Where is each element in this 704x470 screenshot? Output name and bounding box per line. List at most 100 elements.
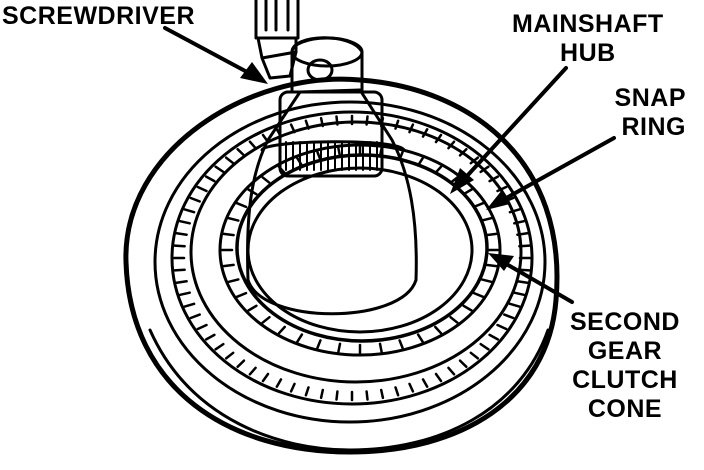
mainshaft-hub-arrowhead (450, 168, 474, 194)
gear-tooth (204, 175, 216, 183)
mainshaft-hub-arrow-line (454, 66, 568, 190)
gear-tooth (183, 302, 196, 308)
gear-tooth (421, 128, 429, 138)
gear-tooth (319, 388, 325, 400)
label-snap-ring-line2: RING (621, 113, 686, 141)
gear-tooth (304, 386, 310, 397)
gear-tooth (447, 140, 456, 150)
screwdriver-handle (254, 0, 300, 40)
hub-tooth (472, 291, 485, 299)
gear-base-outline (123, 76, 560, 455)
shaft-cone-bottom (246, 278, 418, 316)
gear-tooth (236, 359, 246, 369)
hub-outer-ring (218, 143, 502, 357)
hub-tooth (378, 342, 383, 353)
gear-tooth (408, 382, 415, 393)
gear-tooth (173, 268, 186, 272)
clutch-cone-arrow-line (494, 256, 574, 304)
hub-tooth (433, 325, 443, 335)
gear-tooth (289, 382, 296, 393)
gear-tooth (248, 140, 257, 150)
screwdriver-arrowhead (240, 62, 268, 84)
label-mainshaft-hub: MAINSHAFT HUB (512, 10, 664, 68)
gear-tooth (289, 123, 296, 134)
screwdriver-tip (260, 50, 298, 80)
gear-tooth (379, 388, 385, 400)
gear-tooth (304, 119, 310, 130)
second-gear-body (123, 76, 560, 455)
label-clutch-cone-line2: GEAR (587, 337, 663, 365)
gear-tooth (518, 268, 531, 272)
gear-teeth (172, 114, 532, 402)
hub-tooth (222, 263, 235, 268)
gear-tooth (175, 280, 188, 284)
gear-tooth (319, 116, 325, 128)
hub-tooth (277, 325, 287, 335)
screwdriver (254, 0, 300, 80)
gear-tooth (224, 156, 235, 165)
gear-tooth (496, 185, 508, 193)
gear-tooth (175, 232, 188, 236)
label-mainshaft-hub-line2: HUB (560, 39, 616, 67)
gear-tooth (335, 390, 339, 401)
gear-tooth (365, 115, 369, 126)
gear-tooth (183, 208, 196, 214)
hub-tooth (227, 278, 240, 284)
hub-tooth (247, 304, 258, 312)
label-clutch-cone-line4: CONE (587, 395, 663, 423)
gear-tooth (508, 208, 521, 214)
snap-ring-arrow-line (490, 136, 616, 208)
gear-tooth (173, 244, 186, 248)
hub-tooth (485, 232, 498, 237)
label-mainshaft-hub-line1: MAINSHAFT (512, 10, 664, 38)
label-second-gear-clutch-cone: SECOND GEAR CLUTCH CONE (570, 308, 680, 424)
hub-tooth (261, 175, 271, 185)
hub-tooth (235, 201, 248, 209)
hub-tooth (316, 339, 322, 350)
gear-tooth (196, 185, 208, 193)
gear-tooth (488, 333, 500, 341)
gear-tooth (479, 165, 490, 174)
callout-arrows (163, 26, 616, 304)
snap-ring (235, 153, 489, 343)
gear-tooth (261, 372, 270, 383)
hub-tooth (235, 291, 248, 299)
gear-tooth (518, 244, 531, 248)
label-screwdriver-text: SCREWDRIVER (2, 2, 196, 30)
shaft-step (260, 140, 406, 152)
snap-ring-arrowhead (486, 190, 510, 210)
hub-tooth (480, 278, 493, 284)
hub-tooth (222, 232, 235, 237)
hub-tooth (449, 315, 459, 325)
hub-tooth (316, 150, 322, 161)
gear-tooth (365, 390, 369, 401)
gear-tooth (236, 147, 246, 157)
gear-tooth (516, 280, 529, 284)
gear-tooth (516, 232, 529, 236)
gear-tooth (469, 156, 480, 165)
hub-tooth (261, 315, 271, 325)
gear-tooth (214, 165, 225, 174)
shaft-bore (306, 58, 334, 82)
gear-tooth (189, 313, 201, 320)
gear-tooth (214, 342, 225, 351)
gear-tooth (189, 196, 201, 203)
gear-tooth (335, 115, 339, 126)
gear-outer-ring (153, 100, 547, 424)
gear-tooth (508, 302, 521, 308)
gear-second-ring (170, 110, 534, 406)
gear-tooth (447, 366, 456, 376)
gear-tooth (503, 313, 515, 320)
gear-tooth (488, 175, 500, 183)
gear-tooth (178, 291, 191, 297)
label-screwdriver: SCREWDRIVER (2, 2, 195, 31)
hub-tooth (462, 304, 473, 312)
gear-tooth (434, 372, 443, 383)
gear-tooth (421, 378, 429, 388)
hub-tooth (296, 333, 304, 344)
gear-base-bottom-rim (148, 328, 550, 452)
gear-tooth (496, 323, 508, 331)
label-snap-ring: SNAP RING (615, 84, 686, 142)
gear-tooth (224, 351, 235, 360)
